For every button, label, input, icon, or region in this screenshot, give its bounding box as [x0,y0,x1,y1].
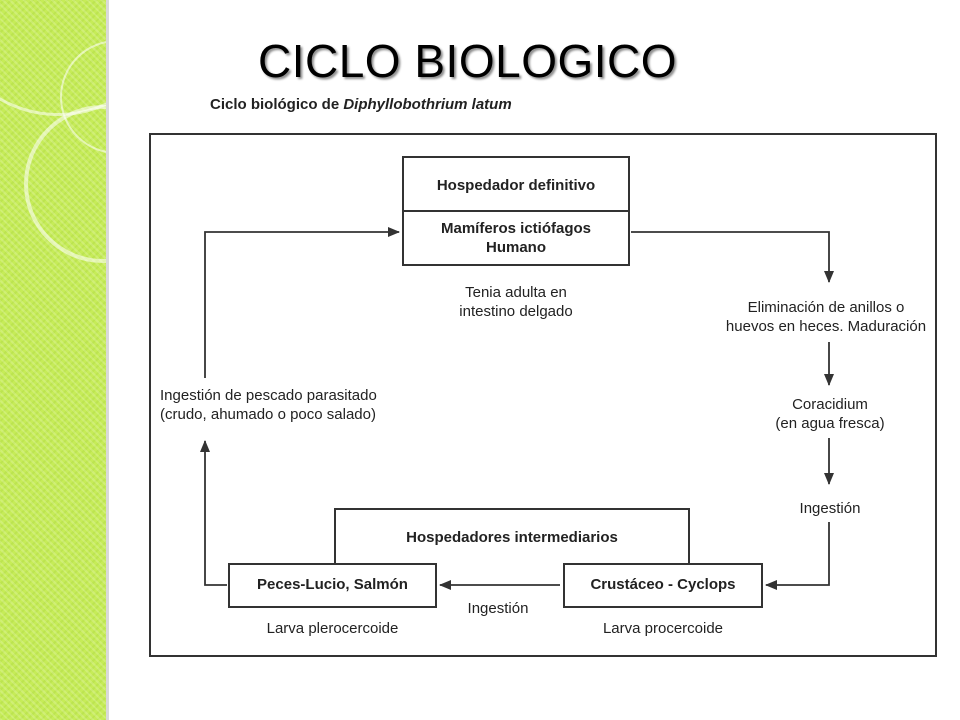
arrow-to-elimination [631,231,834,283]
decorative-ring [0,0,106,116]
ingestion-fish-label-line1: Ingestión de pescado parasitado [160,387,377,404]
figure-caption: Ciclo biológico de Diphyllobothrium latu… [210,96,512,113]
arrow-fish-to-left-label [200,440,227,586]
arrow-to-definitive-host [204,227,400,378]
definitive-host-divider [404,210,628,212]
caption-prefix: Ciclo biológico de [210,96,344,113]
crustacean-host-label: Crustáceo - Cyclops [590,576,736,593]
caption-species: Diphyllobothrium latum [343,96,512,113]
plerocercoid-larva-label: Larva plerocercoide [266,620,399,637]
ingestion-fish-label-line2: (crudo, ahumado o poco salado) [160,406,376,423]
sidebar-divider [106,0,109,720]
diagram-frame [149,133,937,657]
crustacean-host-box [563,563,763,608]
ingestion-label-bottom: Ingestión [467,600,529,617]
definitive-host-species-line2: Humano [486,239,546,256]
intermediate-hosts-header-box [334,508,690,564]
coracidium-label-line1: Coracidium [792,396,868,413]
ingestion-label-right: Ingestión [799,500,861,517]
definitive-host-species-line1: Mamíferos ictiófagos [440,220,592,237]
definitive-host-header: Hospedador definitivo [436,177,596,194]
decorative-sidebar [0,0,106,720]
slide-title: CICLO BIOLOGICO [258,35,678,87]
definitive-host-box [402,156,630,266]
fish-host-label: Peces-Lucio, Salmón [257,576,408,593]
elimination-label-line2: huevos en heces. Maduración [725,318,927,335]
procercoid-larva-label: Larva procercoide [602,620,724,637]
elimination-label-line1: Eliminación de anillos o [747,299,905,316]
coracidium-label-line2: (en agua fresca) [775,415,885,432]
adult-tapeworm-note-line1: Tenia adulta en [465,284,567,301]
arrow-to-crustacean [765,522,830,590]
intermediate-hosts-header: Hospedadores intermediarios [406,529,618,546]
adult-tapeworm-note-line2: intestino delgado [459,303,573,320]
fish-host-box [228,563,437,608]
